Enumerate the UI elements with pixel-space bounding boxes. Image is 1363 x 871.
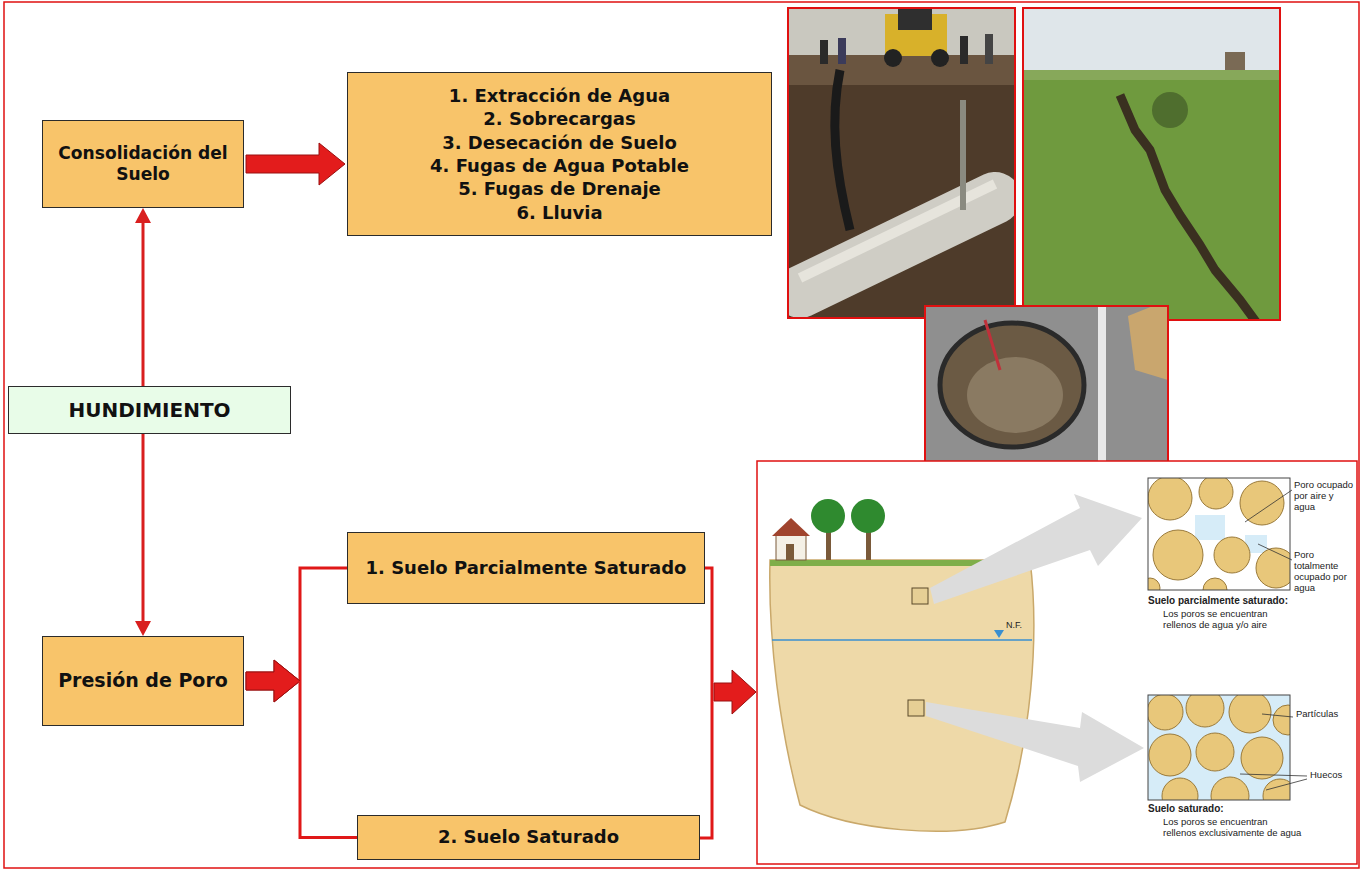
node-text: 3. Desecación de Suelo (430, 131, 689, 154)
node-text: 1. Extracción de Agua (430, 84, 689, 107)
merge-bracket (700, 568, 712, 838)
node-text: 5. Fugas de Drenaje (430, 177, 689, 200)
photo-excavation (788, 8, 1015, 318)
split-line (300, 681, 357, 838)
cause-list-box: 1. Extracción de Agua2. Sobrecargas3. De… (347, 72, 772, 236)
connector-line (142, 222, 145, 386)
connector-line (142, 434, 145, 622)
text-group: Consolidación del Suelo (51, 143, 235, 186)
connector (246, 660, 357, 838)
connector (246, 568, 347, 702)
text-group: Presión de Poro (58, 669, 228, 693)
text-group: 1. Extracción de Agua2. Sobrecargas3. De… (430, 84, 689, 224)
text-group: 2. Suelo Saturado (438, 826, 619, 849)
node-text: HUNDIMIENTO (68, 398, 230, 422)
caption-label: Suelo parcialmente saturado: (1148, 595, 1338, 607)
node-text: 6. Lluvia (430, 201, 689, 224)
process-box: Consolidación del Suelo (42, 120, 244, 208)
soil-state-box: 2. Suelo Saturado (357, 815, 700, 860)
root-box: HUNDIMIENTO (8, 386, 291, 434)
block-arrow (246, 660, 300, 702)
callout-label: Poro ocupado por aire y agua (1294, 480, 1356, 513)
text-group: 1. Suelo Parcialmente Saturado (366, 557, 687, 580)
arrow-head (135, 208, 151, 223)
outer-frame (4, 2, 1359, 868)
connector (246, 143, 345, 185)
node-text: 2. Suelo Saturado (438, 826, 619, 849)
caption-text: Los poros se encuentran rellenos exclusi… (1163, 817, 1303, 839)
node-text: 4. Fugas de Agua Potable (430, 154, 689, 177)
magnified-unsaturated (1140, 475, 1296, 602)
connector (135, 434, 151, 636)
process-box: Presión de Poro (42, 636, 244, 726)
text-group: HUNDIMIENTO (68, 398, 230, 422)
arrow-head (135, 621, 151, 636)
connector (135, 208, 151, 386)
node-text: Consolidación del Suelo (51, 143, 235, 186)
block-arrow (714, 670, 756, 714)
node-text: 2. Sobrecargas (430, 107, 689, 130)
node-text: Presión de Poro (58, 669, 228, 693)
callout-label: Huecos (1310, 770, 1354, 781)
soil-illustration (770, 494, 1144, 831)
magnified-saturated (1147, 689, 1307, 815)
water-table-label: N.F. (1006, 620, 1030, 630)
caption-text: Los poros se encuentran rellenos de agua… (1163, 609, 1303, 631)
block-arrow (246, 660, 300, 702)
block-arrow (246, 143, 345, 185)
callout-label: Poro totalmente ocupado por agua (1294, 550, 1356, 594)
illustration-panel (757, 461, 1357, 864)
caption-label: Suelo saturado: (1148, 803, 1338, 815)
soil-state-box: 1. Suelo Parcialmente Saturado (347, 532, 705, 604)
photo-pothole (925, 306, 1168, 465)
split-line (300, 568, 347, 681)
callout-label: Partículas (1296, 709, 1354, 720)
node-text: 1. Suelo Parcialmente Saturado (366, 557, 687, 580)
photo-crack (1023, 8, 1280, 320)
